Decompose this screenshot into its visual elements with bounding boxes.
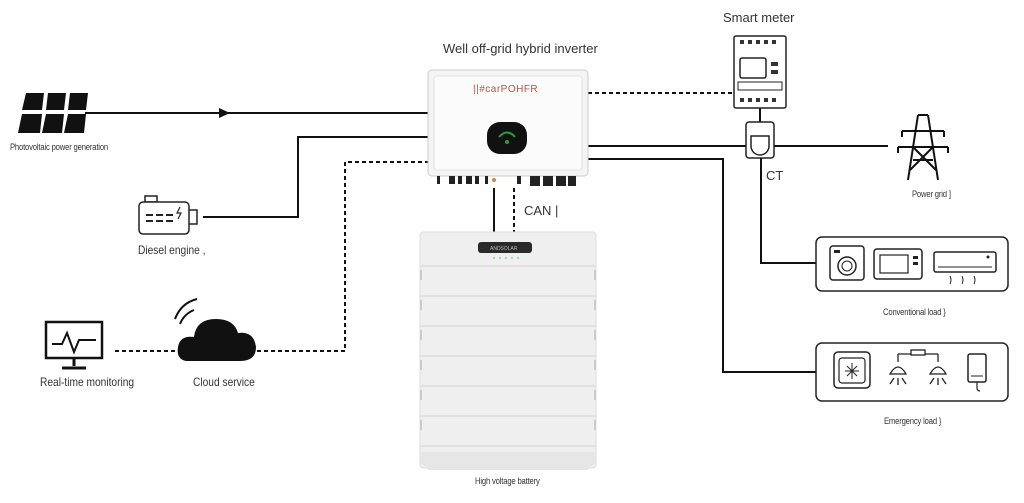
inverter-icon [427,69,589,186]
monitor-icon [44,320,104,370]
cloud-data-line [257,161,428,352]
emergency-load-line [588,158,816,373]
solar-panel-icon [18,93,88,133]
emergency-load-box [815,342,1009,402]
microwave-icon [873,248,923,280]
lamp-icon [888,349,948,385]
power-tower-icon [897,114,949,181]
conventional-load-label: Conventional load } [883,307,946,317]
conventional-load-box [815,236,1009,292]
smart-meter-label: Smart meter [723,10,795,25]
power-grid-label: Power grid ] [912,189,951,199]
emergency-load-label: Emergency load } [884,416,942,426]
air-conditioner-icon [933,251,997,285]
ct-label: CT [766,168,784,183]
inverter-brand-label: ||#carPOHFR [473,84,539,95]
connection-lines [85,92,888,373]
cloud-label: Cloud service [193,375,255,389]
diesel-power-line [203,136,428,218]
cloud-icon [174,298,256,361]
diesel-engine-icon [138,195,198,235]
can-label: CAN | [524,203,559,218]
battery-label: High voltage battery [475,476,540,486]
ct-clamp-icon [745,121,775,159]
inverter-label: Well off-grid hybrid inverter [443,41,598,56]
water-heater-icon [967,353,987,392]
monitoring-label: Real-time monitoring [40,375,135,389]
flow-arrow-icon [219,108,230,118]
conventional-load-line [760,158,816,264]
fridge-icon [833,351,871,389]
pv-label: Photovoltaic power generation [10,142,108,152]
svg-text:ANDSOLAR: ANDSOLAR [490,246,518,252]
smart-meter-icon [733,35,787,109]
washing-machine-icon [829,245,865,281]
diesel-label: Diesel engine , [138,243,206,257]
battery-icon: ANDSOLAR [419,231,597,470]
